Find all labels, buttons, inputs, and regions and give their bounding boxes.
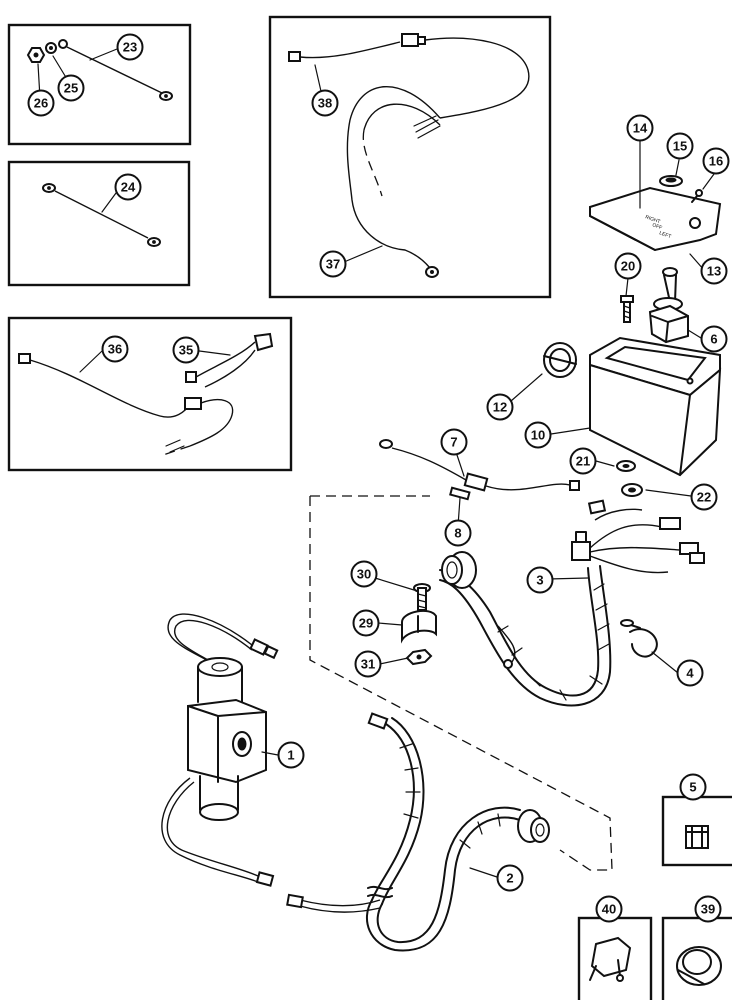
callout-label: 7: [450, 435, 457, 450]
callout-label: 1: [287, 748, 294, 763]
callout-8: 8: [444, 519, 472, 547]
nut-31: [405, 648, 433, 666]
grommet-12: [543, 342, 577, 378]
plate-label-off: OFF: [651, 222, 662, 231]
callout-22: 22: [690, 483, 718, 511]
callout-37: 37: [319, 250, 347, 278]
callout-13: 13: [700, 257, 728, 285]
callout-21: 21: [569, 447, 597, 475]
callout-label: 12: [493, 400, 507, 415]
group-outline: [309, 496, 613, 871]
callout-35: 35: [172, 336, 200, 364]
callout-label: 20: [621, 259, 635, 274]
harness-3: [439, 499, 705, 707]
callout-label: 5: [689, 780, 696, 795]
callout-26: 26: [27, 89, 55, 117]
plate-label-left: LEFT: [658, 230, 672, 240]
callout-label: 39: [701, 902, 715, 917]
callout-label: 31: [361, 657, 375, 672]
callout-40: 40: [595, 895, 623, 923]
callout-6: 6: [700, 325, 728, 353]
callout-1: 1: [277, 741, 305, 769]
inset-box-part-39: [661, 916, 732, 1000]
callout-36: 36: [101, 335, 129, 363]
plate-label-right: RIGHT: [644, 214, 661, 225]
fuse-8: [449, 486, 471, 501]
callout-label: 25: [64, 81, 78, 96]
nut-22: [621, 483, 643, 497]
callout-4: 4: [676, 659, 704, 687]
fuse-holder-7: [379, 439, 580, 492]
callout-label: 23: [123, 40, 137, 55]
callout-label: 22: [697, 490, 711, 505]
switch-box-10: [589, 336, 722, 477]
callout-12: 12: [486, 393, 514, 421]
toggle-switch-6: [648, 267, 689, 344]
callout-23: 23: [116, 33, 144, 61]
callout-label: 3: [536, 573, 543, 588]
inset-box-harness-35-36: [7, 316, 293, 472]
callout-label: 10: [531, 428, 545, 443]
callout-label: 24: [121, 180, 136, 195]
inset-box-ground-wire-23: [7, 23, 192, 146]
callout-label: 14: [633, 121, 648, 136]
callout-25: 25: [57, 74, 85, 102]
leader-lines: [37, 48, 715, 878]
callout-label: 4: [686, 666, 694, 681]
sensor-1: [161, 613, 279, 887]
callout-label: 2: [506, 871, 513, 886]
callout-label: 37: [326, 257, 340, 272]
callout-label: 16: [709, 154, 723, 169]
callout-label: 26: [34, 96, 48, 111]
callout-15: 15: [666, 132, 694, 160]
callout-label: 38: [318, 96, 332, 111]
callout-31: 31: [354, 650, 382, 678]
clip-29: [401, 609, 437, 644]
callout-7: 7: [440, 428, 468, 456]
callout-16: 16: [702, 147, 730, 175]
callout-24: 24: [114, 173, 142, 201]
callout-38: 38: [311, 89, 339, 117]
callout-14: 14: [626, 114, 654, 142]
switch-plate-14: RIGHT OFF LEFT: [589, 186, 722, 252]
callout-29: 29: [352, 609, 380, 637]
callout-label: 29: [359, 616, 373, 631]
callout-label: 8: [454, 526, 461, 541]
clamp-4: [620, 619, 658, 658]
bolt-20: [620, 295, 634, 323]
callout-label: 6: [710, 332, 717, 347]
callout-label: 15: [673, 139, 687, 154]
callout-label: 40: [602, 902, 616, 917]
inset-box-part-5: [661, 795, 732, 867]
callout-10: 10: [524, 421, 552, 449]
inset-box-harness-37-38: [268, 15, 552, 299]
callout-label: 36: [108, 342, 122, 357]
callout-3: 3: [526, 566, 554, 594]
screw-16: [691, 189, 703, 203]
callout-label: 13: [707, 264, 721, 279]
callout-label: 30: [357, 567, 371, 582]
callout-5: 5: [679, 773, 707, 801]
bolt-30: [413, 583, 431, 611]
inset-box-part-40: [577, 916, 653, 1000]
callout-39: 39: [694, 895, 722, 923]
inset-box-wire-24: [7, 160, 191, 287]
nut-15: [659, 175, 683, 187]
harness-2: [286, 712, 550, 952]
callout-label: 21: [576, 454, 590, 469]
callout-20: 20: [614, 252, 642, 280]
callout-label: 35: [179, 343, 193, 358]
lock-washer-21: [616, 460, 636, 472]
callout-2: 2: [496, 864, 524, 892]
callout-30: 30: [350, 560, 378, 588]
